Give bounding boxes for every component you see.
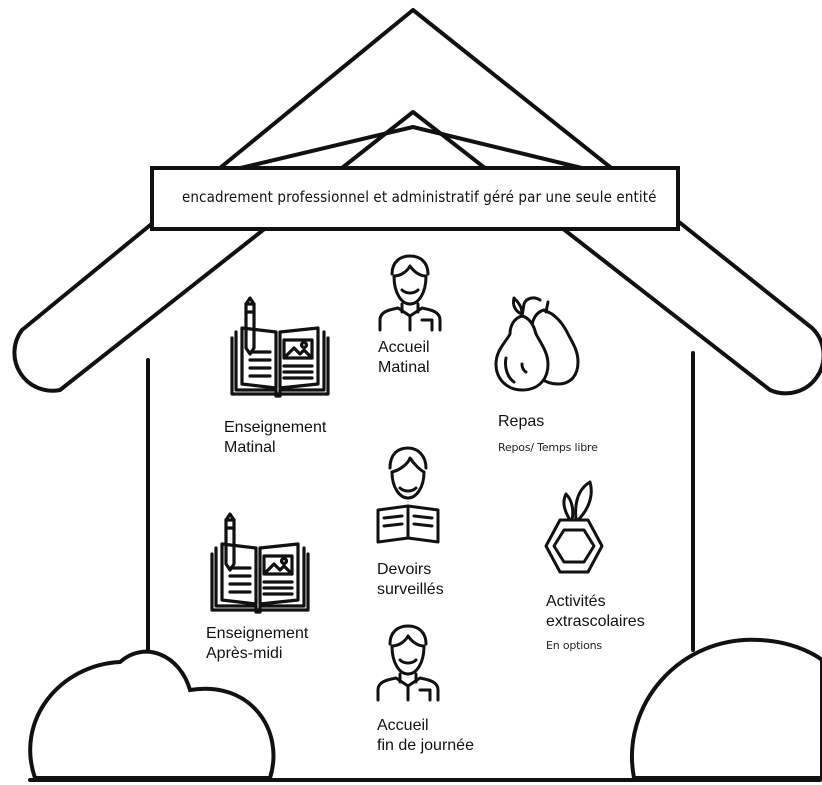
activites-line1: Activités (546, 593, 606, 610)
left-bush (28, 649, 276, 780)
label-activites-subtitle: En options (546, 639, 602, 652)
person-icon-2 (376, 624, 440, 702)
enseignement-apres-midi-line2: Après-midi (206, 645, 283, 662)
label-enseignement-apres-midi: Enseignement Après-midi (206, 624, 308, 664)
accueil-matinal-line1: Accueil (378, 339, 430, 356)
enseignement-matinal-line1: Enseignement (224, 419, 327, 436)
book-pen-icon (230, 296, 330, 398)
reading-person-icon (376, 446, 440, 544)
label-devoirs: Devoirs surveillés (377, 560, 444, 600)
accueil-fin-line1: Accueil (377, 717, 429, 734)
banner-text: encadrement professionnel et administrat… (182, 188, 657, 206)
roof-outer (12, 8, 822, 396)
label-enseignement-matinal: Enseignement Matinal (224, 418, 326, 458)
label-accueil-matinal: Accueil Matinal (378, 338, 430, 378)
label-accueil-fin: Accueil fin de journée (377, 716, 474, 756)
right-bush (630, 637, 822, 780)
label-repas-subtitle: Repos/ Temps libre (498, 441, 598, 454)
pear-icon (494, 296, 580, 392)
enseignement-matinal-line2: Matinal (224, 439, 276, 456)
banner-box (150, 166, 680, 231)
devoirs-line2: surveillés (377, 581, 444, 598)
book-pen-icon-2 (210, 512, 310, 614)
accueil-fin-line2: fin de journée (377, 737, 474, 754)
roof-inner (230, 125, 592, 172)
activites-line2: extrascolaires (546, 613, 645, 630)
label-repas: Repas (498, 413, 545, 430)
plant-pot-icon (544, 480, 604, 574)
devoirs-line1: Devoirs (377, 561, 432, 578)
accueil-matinal-line2: Matinal (378, 359, 430, 376)
enseignement-apres-midi-line1: Enseignement (206, 625, 309, 642)
person-icon (378, 254, 442, 332)
label-activites: Activités extrascolaires (546, 592, 645, 632)
